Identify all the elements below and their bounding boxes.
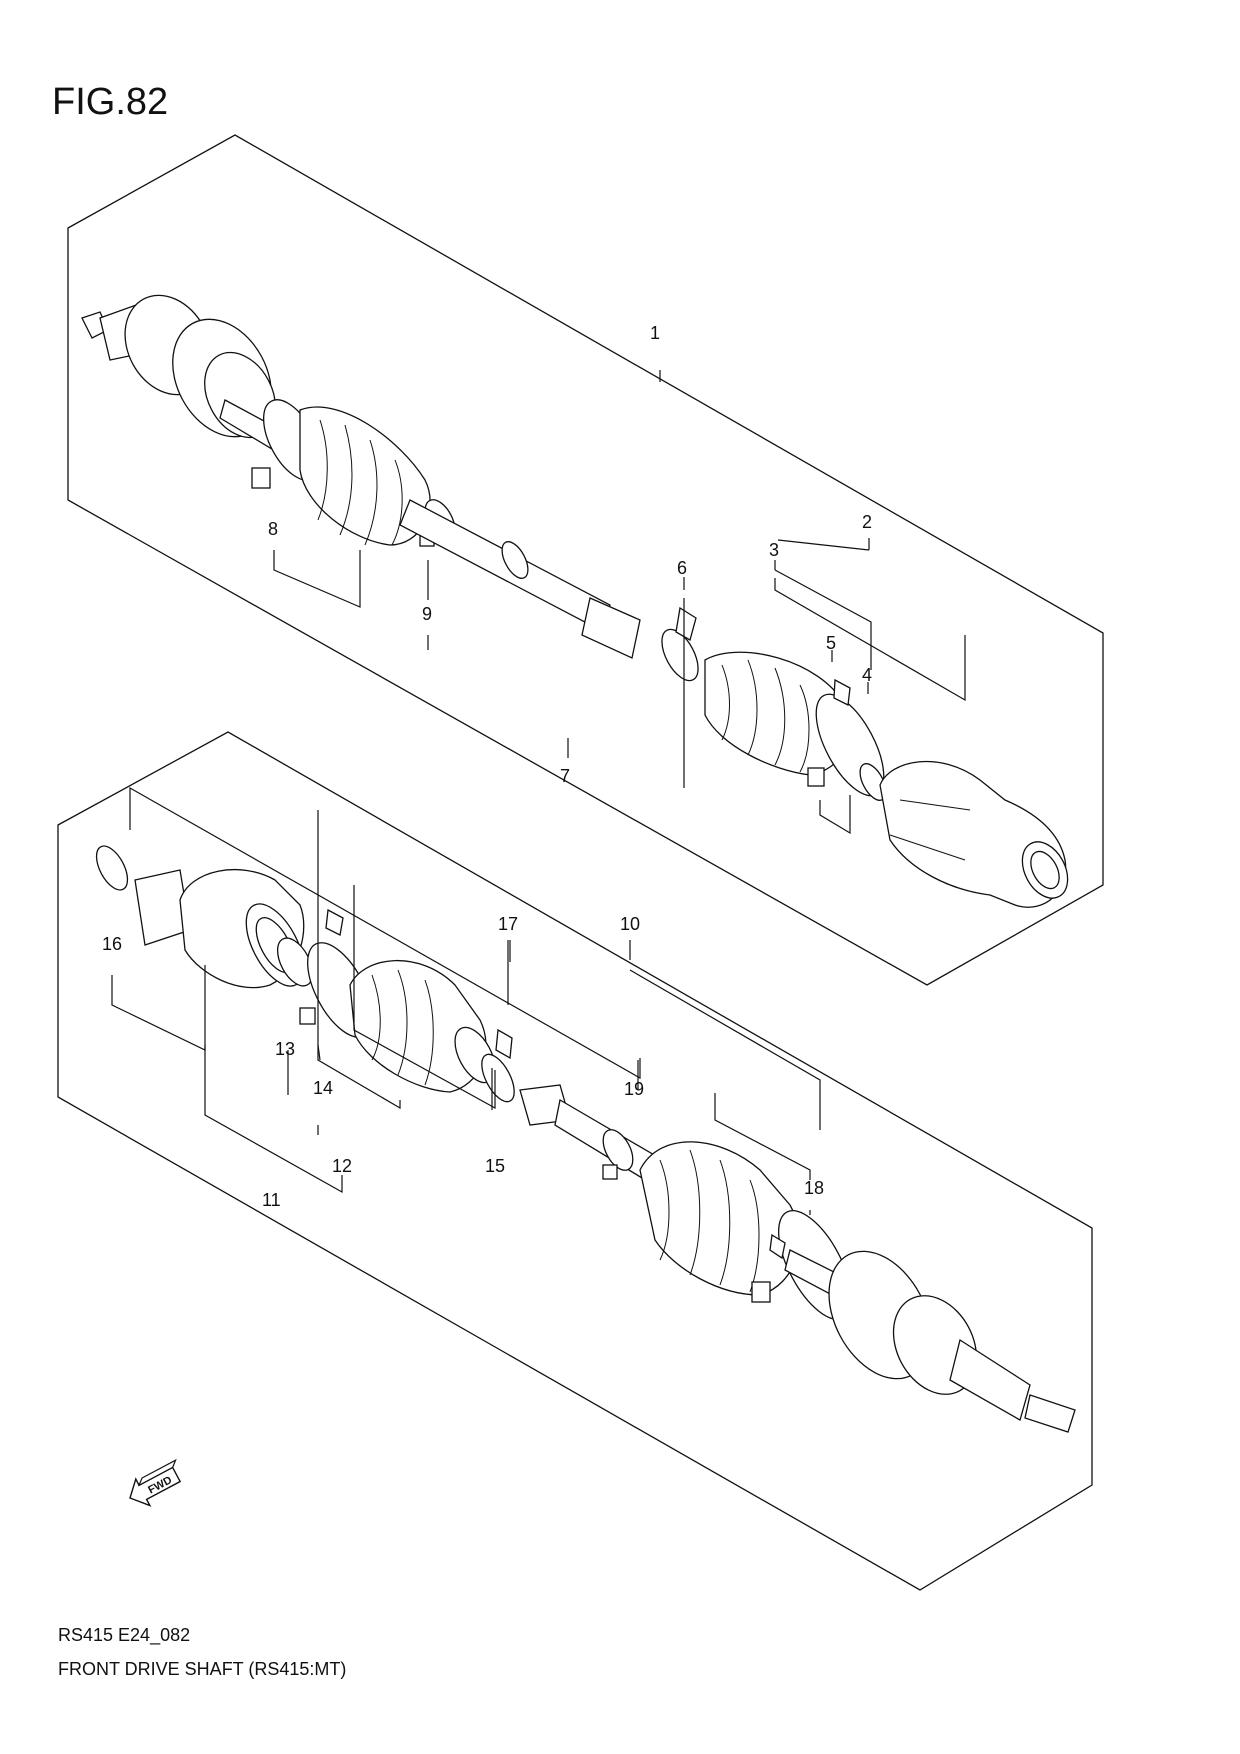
callout-4: 4 [862, 665, 872, 685]
lower-shaft-assembly [57, 731, 1093, 1591]
outer-cv-joint [81, 294, 291, 456]
callout-5: 5 [826, 633, 836, 653]
lower-inner-boot [349, 959, 496, 1093]
callout-14: 14 [313, 1078, 333, 1098]
callout-18: 18 [804, 1178, 824, 1198]
callout-labels: 1 2 3 4 5 6 7 8 9 10 11 12 13 14 15 16 1… [102, 323, 872, 1210]
inner-joint-housing [879, 760, 1069, 908]
outer-boot [299, 406, 431, 546]
forward-direction-icon: FWD [129, 1458, 182, 1507]
snap-ring-13 [276, 937, 314, 987]
lower-outer-boot [639, 1141, 800, 1296]
callout-12: 12 [332, 1156, 352, 1176]
callout-3: 3 [769, 540, 779, 560]
callout-16: 16 [102, 934, 122, 954]
upper-assembly-frame [67, 134, 1104, 986]
lower-assembly-frame [57, 731, 1093, 1591]
callout-10: 10 [620, 914, 640, 934]
callout-13: 13 [275, 1039, 295, 1059]
boot-clamp-19 [602, 1129, 634, 1180]
callout-17: 17 [498, 914, 518, 934]
callout-11: 11 [262, 1190, 281, 1210]
callout-6: 6 [677, 558, 687, 578]
figure-title: FIG.82 [52, 81, 168, 123]
callout-8: 8 [268, 519, 278, 539]
callout-7: 7 [560, 766, 570, 786]
diagram-caption: FRONT DRIVE SHAFT (RS415:MT) [58, 1659, 346, 1679]
boot-clamp-15 [481, 1028, 515, 1103]
callout-19: 19 [624, 1079, 644, 1099]
snap-ring-16 [95, 845, 129, 891]
inner-boot [704, 651, 851, 776]
diagram-code: RS415 E24_082 [58, 1625, 190, 1646]
callout-15: 15 [485, 1156, 505, 1176]
callout-1: 1 [650, 323, 660, 343]
drive-shaft-upper [399, 499, 641, 659]
upper-shaft-assembly [67, 134, 1104, 986]
callout-9: 9 [422, 604, 432, 624]
lower-outer-cv-joint [784, 1249, 1076, 1433]
boot-clamp-6 [661, 606, 699, 682]
callout-2: 2 [862, 512, 872, 532]
